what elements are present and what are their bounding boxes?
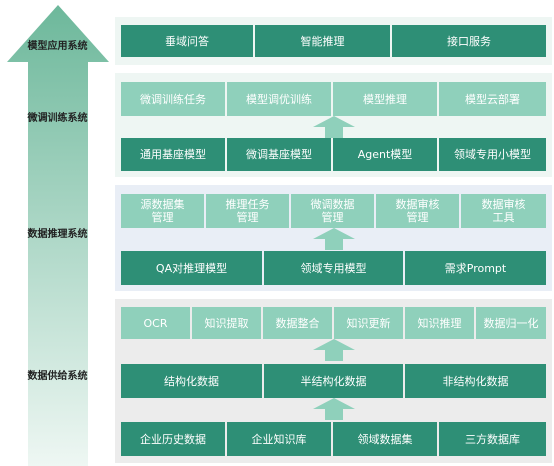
big-up-arrow xyxy=(7,5,109,466)
up-arrow xyxy=(313,398,355,420)
up-arrow xyxy=(313,116,355,138)
inference-top-cell: 源数据集 管理 xyxy=(121,194,204,228)
up-arrow xyxy=(313,228,355,250)
supply-bottom-cell: 三方数据库 xyxy=(439,422,546,456)
layer-label-inference: 数据推理系统 xyxy=(27,229,88,240)
supply-mid-row: 结构化数据 半结构化数据 非结构化数据 xyxy=(121,364,546,398)
inference-bottom-cell: 需求Prompt xyxy=(405,251,546,285)
supply-top-cell: 数据整合 xyxy=(263,307,332,339)
supply-bottom-cell: 领域数据集 xyxy=(333,422,437,456)
finetune-bottom-cell: Agent模型 xyxy=(333,138,437,171)
supply-top-row: OCR 知识提取 数据整合 知识更新 知识推理 数据归一化 xyxy=(121,307,546,339)
layer-label-finetune: 微调训练系统 xyxy=(27,113,88,124)
inference-top-cell: 推理任务 管理 xyxy=(206,194,289,228)
inference-bottom-cell: QA对推理模型 xyxy=(121,251,262,285)
app-cell: 垂域问答 xyxy=(121,25,253,57)
supply-mid-cell: 结构化数据 xyxy=(121,364,262,398)
app-cell: 智能推理 xyxy=(255,25,390,57)
finetune-top-cell: 微调训练任务 xyxy=(121,82,225,116)
finetune-bottom-cell: 领域专用小模型 xyxy=(439,138,546,171)
supply-top-cell: 知识更新 xyxy=(334,307,403,339)
layer-label-supply: 数据供给系统 xyxy=(27,371,88,382)
supply-mid-cell: 半结构化数据 xyxy=(264,364,403,398)
inference-top-cell: 数据审核 管理 xyxy=(376,194,459,228)
inference-top-cell: 微调数据 管理 xyxy=(291,194,374,228)
inference-bottom-cell: 领域专用模型 xyxy=(264,251,403,285)
app-row: 垂域问答 智能推理 接口服务 xyxy=(121,25,546,57)
supply-bottom-cell: 企业知识库 xyxy=(227,422,331,456)
supply-mid-cell: 非结构化数据 xyxy=(405,364,546,398)
inference-bottom-row: QA对推理模型 领域专用模型 需求Prompt xyxy=(121,251,546,285)
supply-top-cell: 知识推理 xyxy=(405,307,474,339)
layer-label-app: 模型应用系统 xyxy=(27,41,88,52)
inference-top-row: 源数据集 管理 推理任务 管理 微调数据 管理 数据审核 管理 数据审核 工具 xyxy=(121,194,546,228)
finetune-top-row: 微调训练任务 模型调优训练 模型推理 模型云部署 xyxy=(121,82,546,116)
supply-top-cell: 数据归一化 xyxy=(476,307,546,339)
supply-bottom-cell: 企业历史数据 xyxy=(121,422,225,456)
supply-top-cell: OCR xyxy=(121,307,190,339)
supply-top-cell: 知识提取 xyxy=(192,307,261,339)
app-cell: 接口服务 xyxy=(392,25,546,57)
inference-top-cell: 数据审核 工具 xyxy=(461,194,546,228)
finetune-bottom-row: 通用基座模型 微调基座模型 Agent模型 领域专用小模型 xyxy=(121,138,546,171)
finetune-top-cell: 模型云部署 xyxy=(439,82,546,116)
finetune-bottom-cell: 通用基座模型 xyxy=(121,138,225,171)
supply-bottom-row: 企业历史数据 企业知识库 领域数据集 三方数据库 xyxy=(121,422,546,456)
finetune-top-cell: 模型推理 xyxy=(333,82,437,116)
up-arrow xyxy=(313,339,355,361)
finetune-top-cell: 模型调优训练 xyxy=(227,82,331,116)
finetune-bottom-cell: 微调基座模型 xyxy=(227,138,331,171)
